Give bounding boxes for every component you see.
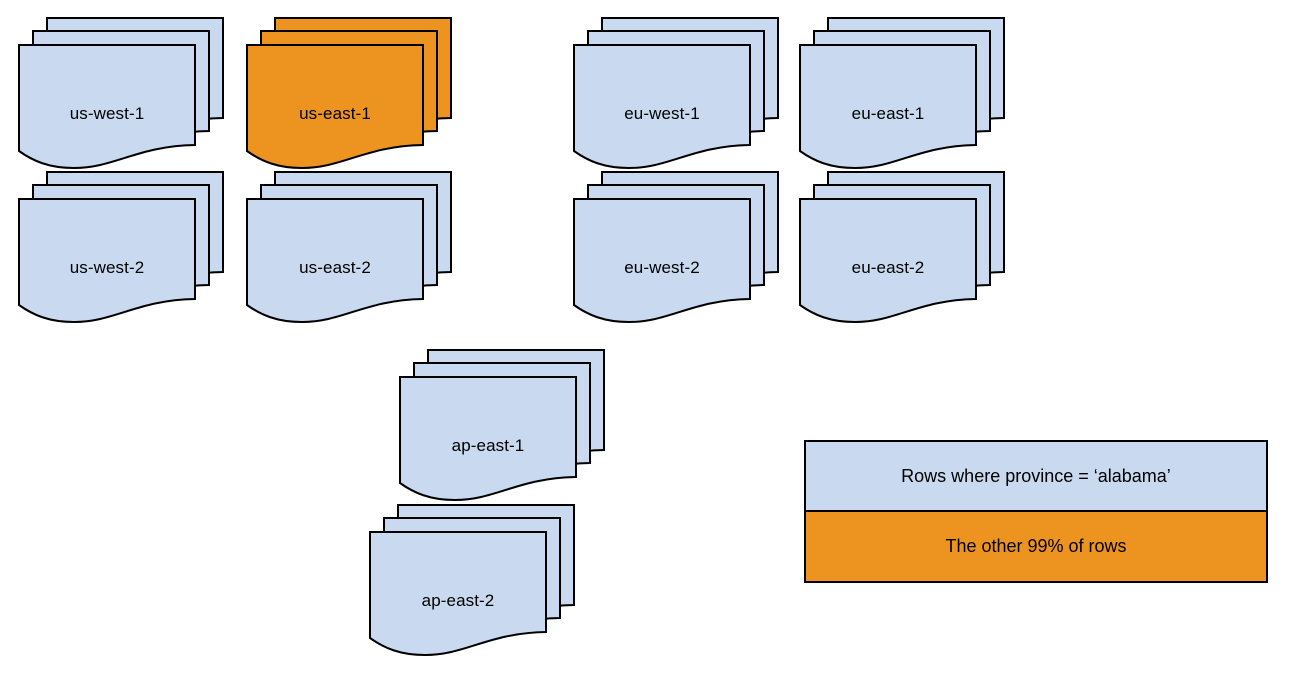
region-stack-ap-east-2[interactable]: ap-east-2 [369, 504, 594, 670]
document-sheet-3 [399, 376, 577, 502]
region-stack-ap-east-1[interactable]: ap-east-1 [399, 349, 624, 515]
document-stack-icon [246, 171, 452, 324]
document-sheet-3 [369, 531, 547, 657]
legend-label-alabama-rows: Rows where province = ‘alabama’ [901, 465, 1171, 486]
document-stack-icon [573, 171, 779, 324]
region-stack-eu-west-1[interactable]: eu-west-1 [573, 17, 798, 183]
region-stack-us-west-2[interactable]: us-west-2 [18, 171, 243, 337]
region-stack-eu-east-1[interactable]: eu-east-1 [799, 17, 1024, 183]
document-sheet-3 [18, 44, 196, 170]
document-stack-icon [18, 171, 224, 324]
legend-item-other-rows: The other 99% of rows [806, 511, 1266, 581]
document-sheet-3 [246, 198, 424, 324]
document-stack-icon [369, 504, 575, 657]
region-stack-eu-east-2[interactable]: eu-east-2 [799, 171, 1024, 337]
document-sheet-3 [799, 198, 977, 324]
legend: Rows where province = ‘alabama’ The othe… [804, 440, 1268, 583]
region-stack-eu-west-2[interactable]: eu-west-2 [573, 171, 798, 337]
document-sheet-3 [246, 44, 424, 170]
document-stack-icon [399, 349, 605, 502]
document-sheet-3 [18, 198, 196, 324]
document-stack-icon [573, 17, 779, 170]
legend-label-other-rows: The other 99% of rows [945, 536, 1127, 557]
region-stack-us-west-1[interactable]: us-west-1 [18, 17, 243, 183]
document-stack-icon [246, 17, 452, 170]
region-stack-us-east-2[interactable]: us-east-2 [246, 171, 471, 337]
document-stack-icon [799, 17, 1005, 170]
region-stack-us-east-1[interactable]: us-east-1 [246, 17, 471, 183]
document-sheet-3 [573, 44, 751, 170]
document-stack-icon [799, 171, 1005, 324]
legend-item-alabama-rows: Rows where province = ‘alabama’ [806, 442, 1266, 512]
document-sheet-3 [573, 198, 751, 324]
document-sheet-3 [799, 44, 977, 170]
document-stack-icon [18, 17, 224, 170]
